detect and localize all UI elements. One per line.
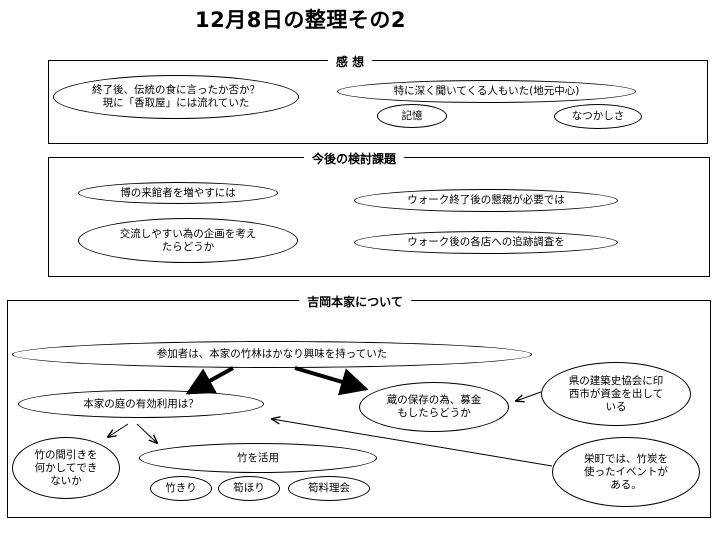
more-visitors-node: 博の来館者を増やすには xyxy=(78,182,278,204)
yoshioka-label: 吉岡本家について xyxy=(299,293,411,310)
locals-asked-node: 特に深く聞いてくる人もいた(地元中心) xyxy=(337,80,636,103)
memory-node: 記憶 xyxy=(377,104,447,128)
social-after-walk-node: ウォーク終了後の懇親が必要では xyxy=(354,189,618,212)
shoot-digging-node: 筍ほり xyxy=(218,476,280,501)
future-issues-label: 今後の検討課題 xyxy=(303,150,405,167)
thinning-node: 竹の間引きを何かしてできないか xyxy=(12,437,120,499)
dinner-comment-node: 終了後、伝統の食に言ったか否か？ 現に「香取屋」には流れていた xyxy=(53,75,299,119)
shoot-cooking-node: 筍料理会 xyxy=(288,476,370,501)
store-survey-node: ウォーク後の各店への追跡調査を xyxy=(354,231,618,254)
bamboo-interest-node: 参加者は、本家の竹林はかなり興味を持っていた xyxy=(12,341,532,368)
page-title: 12月8日の整理その2 xyxy=(195,8,406,32)
prefecture-fund-node: 県の建築史協会に印西市が資金を出している xyxy=(541,362,691,426)
bamboo-cutting-node: 竹きり xyxy=(150,476,212,501)
storehouse-fund-node: 蔵の保存の為、募金もしたらどうか xyxy=(359,382,509,432)
bamboo-use-node: 竹を活用 xyxy=(139,443,377,473)
garden-use-node: 本家の庭の有効利用は？ xyxy=(18,390,264,418)
exchange-plan-node: 交流しやすい為の企画を考えたらどうか xyxy=(78,218,298,263)
nostalgia-node: なつかしさ xyxy=(554,104,642,129)
impressions-label: 感 想 xyxy=(327,53,373,70)
sakaemachi-event-node: 栄町では、竹炭を使ったイベントがある。 xyxy=(552,437,700,507)
